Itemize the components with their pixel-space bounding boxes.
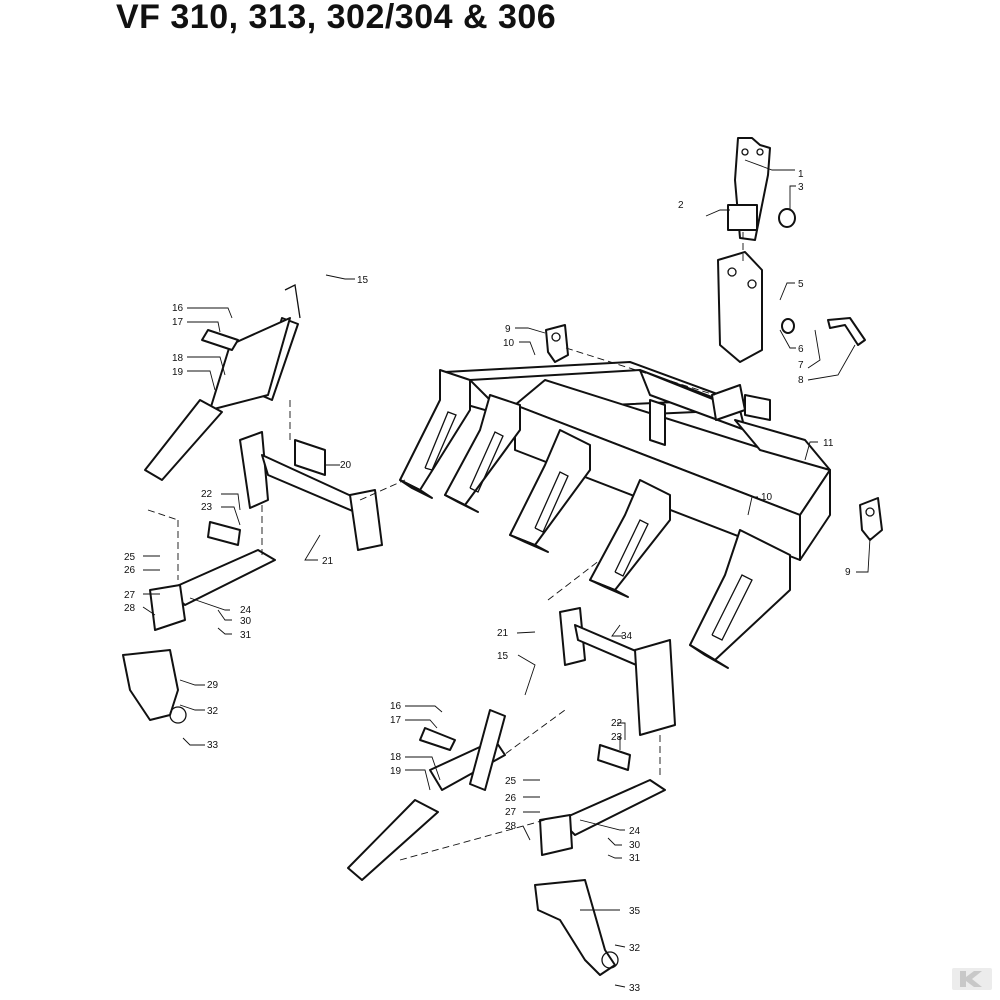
callout: 30 xyxy=(629,840,641,851)
brand-logo-icon xyxy=(952,968,992,990)
callout: 34 xyxy=(621,631,633,642)
callout: 33 xyxy=(629,983,641,994)
headstock-lower xyxy=(717,251,763,363)
callout: 32 xyxy=(629,943,641,954)
callout: 33 xyxy=(207,740,219,751)
callout: 6 xyxy=(798,344,804,355)
callout: 15 xyxy=(357,275,369,286)
callout: 26 xyxy=(124,565,136,576)
right-tube-bracket-34 xyxy=(559,607,676,736)
callout: 28 xyxy=(124,603,136,614)
callout: 28 xyxy=(505,821,517,832)
right-wheel-arm-35 xyxy=(534,879,619,976)
tine-leg-2 xyxy=(444,394,521,513)
callout: 9 xyxy=(505,324,511,335)
callout: 25 xyxy=(124,552,136,563)
callout: 17 xyxy=(172,317,184,328)
callout: 21 xyxy=(497,628,509,639)
callout: 26 xyxy=(505,793,517,804)
callout: 32 xyxy=(207,706,219,717)
callout: 30 xyxy=(240,616,252,627)
linch-pin-8 xyxy=(827,317,866,346)
callout: 27 xyxy=(505,807,517,818)
callout: 21 xyxy=(322,556,334,567)
page-title: VF 310, 313, 302/304 & 306 xyxy=(116,0,557,36)
callout: 2 xyxy=(678,200,684,211)
callout: 10 xyxy=(761,492,773,503)
callout: 15 xyxy=(497,651,509,662)
callout: 25 xyxy=(505,776,517,787)
tine-leg-3 xyxy=(509,429,591,553)
callout: 16 xyxy=(172,303,184,314)
callout: 7 xyxy=(798,360,804,371)
right-arm-24 xyxy=(539,744,666,856)
callout: 9 xyxy=(845,567,851,578)
callout: 31 xyxy=(629,853,641,864)
right-sleeve-18 xyxy=(429,709,506,791)
callout: 29 xyxy=(207,680,219,691)
callout: 8 xyxy=(798,375,804,386)
callout: 22 xyxy=(201,489,213,500)
callout: 23 xyxy=(611,732,623,743)
headstock-bushing xyxy=(778,208,796,334)
tine-leg-5 xyxy=(689,529,791,669)
callout: 19 xyxy=(390,766,402,777)
callout: 23 xyxy=(201,502,213,513)
callout: 35 xyxy=(629,906,641,917)
leader-lines xyxy=(142,159,871,988)
callout: 24 xyxy=(629,826,641,837)
left-sleeve-18 xyxy=(209,284,301,411)
callout: 3 xyxy=(798,182,804,193)
callout: 11 xyxy=(823,438,834,449)
callout: 22 xyxy=(611,718,623,729)
callout: 18 xyxy=(172,353,184,364)
alignment-lines xyxy=(147,232,744,861)
callout: 20 xyxy=(340,460,352,471)
callout: 17 xyxy=(390,715,402,726)
callout: 27 xyxy=(124,590,136,601)
tine-leg-1 xyxy=(399,369,471,499)
callout: 10 xyxy=(503,338,515,349)
callout-labels: 1 2 3 5 6 7 8 9 10 11 10 9 15 16 17 18 1… xyxy=(124,169,851,994)
bracket-9-top xyxy=(545,324,569,363)
headstock-top-link xyxy=(727,137,771,241)
bracket-9-right xyxy=(859,497,883,541)
callout: 5 xyxy=(798,279,804,290)
callout: 18 xyxy=(390,752,402,763)
callout: 31 xyxy=(240,630,252,641)
callout: 19 xyxy=(172,367,184,378)
right-pin-16 xyxy=(419,727,456,751)
right-shank-19 xyxy=(347,799,439,881)
left-tube-bracket-20 xyxy=(239,431,383,551)
left-arm-24 xyxy=(149,521,276,631)
tine-leg-4 xyxy=(589,479,671,598)
callout: 1 xyxy=(798,169,804,180)
left-wheel-arm-29 xyxy=(122,649,187,724)
left-pin-16 xyxy=(201,329,239,351)
left-shank-19 xyxy=(144,399,223,481)
callout: 24 xyxy=(240,605,252,616)
callout: 16 xyxy=(390,701,402,712)
